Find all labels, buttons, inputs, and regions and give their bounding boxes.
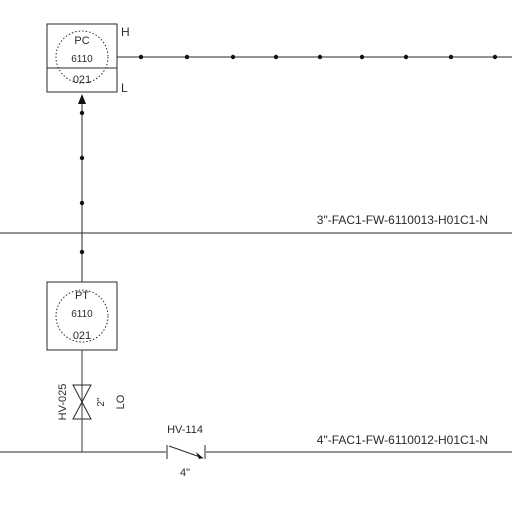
- line-valve-hv-114[interactable]: [166, 445, 206, 459]
- lower-line-label: 4"-FAC1-FW-6110012-H01C1-N: [317, 433, 488, 447]
- pc-suffix: 021: [73, 74, 91, 86]
- hv-025-position: LO: [115, 394, 127, 409]
- pc-tag: PC: [74, 35, 89, 47]
- hv-114-size: 4": [180, 467, 190, 479]
- hv-114-tag: HV-114: [167, 424, 203, 436]
- transmitter-signal-line: [78, 94, 86, 282]
- pc-low-label: L: [121, 81, 128, 95]
- pc-loop-number: 6110: [71, 54, 93, 65]
- hv-025-size: 2": [96, 397, 107, 407]
- pressure-controller-pc[interactable]: PC 6110 021: [46, 23, 118, 93]
- hv-025-tag: HV-025: [57, 384, 69, 421]
- pt-suffix: 021: [73, 330, 91, 342]
- controller-output-signal-line: [117, 54, 512, 60]
- isolation-valve-hv-025[interactable]: [72, 384, 92, 420]
- pt-loop-number: 6110: [71, 309, 93, 320]
- pc-high-label: H: [121, 25, 130, 39]
- upper-line-label: 3"-FAC1-FW-6110013-H01C1-N: [317, 213, 488, 227]
- pressure-transmitter-pt[interactable]: PT 6110 021: [46, 281, 118, 351]
- signal-arrowhead-icon: [78, 94, 86, 104]
- pt-tag: PT: [75, 290, 89, 302]
